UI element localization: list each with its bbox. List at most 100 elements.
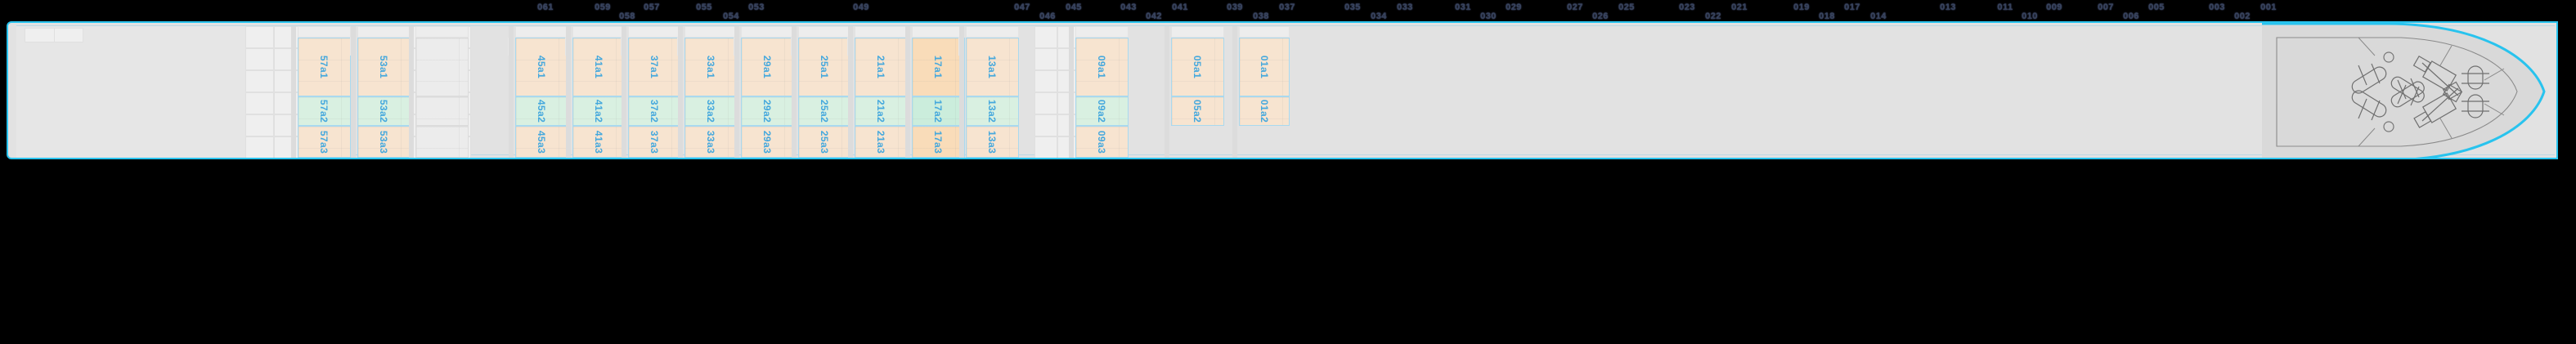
tier-slot-05a2[interactable]: 05a2 bbox=[1171, 96, 1224, 126]
bay-number-053: 053 bbox=[748, 2, 765, 12]
tier-slot-37a1[interactable]: 37a1 bbox=[628, 38, 681, 96]
tier-slot-33a3[interactable]: 33a3 bbox=[684, 126, 738, 158]
bay-cap bbox=[966, 26, 1019, 38]
bay-number-021: 021 bbox=[1731, 2, 1748, 12]
bay-number-055: 055 bbox=[696, 2, 712, 12]
tier-label: 09a2 bbox=[1096, 99, 1108, 123]
bay-number-059: 059 bbox=[595, 2, 611, 12]
tier-slot-17a1[interactable]: 17a1 bbox=[912, 38, 965, 96]
bay-09[interactable]: 09a1 09a2 09a3 bbox=[1075, 26, 1129, 158]
bay-number-025: 025 bbox=[1618, 2, 1635, 12]
tier-slot-09a3[interactable]: 09a3 bbox=[1075, 126, 1129, 158]
tier-slot-09a2[interactable]: 09a2 bbox=[1075, 96, 1129, 126]
tier-slot-17a2[interactable]: 17a2 bbox=[912, 96, 965, 126]
bay-37[interactable]: 37a1 37a2 37a3 bbox=[621, 26, 681, 158]
tier-slot-29a3[interactable]: 29a3 bbox=[741, 126, 794, 158]
tier-slot-13a1[interactable]: 13a1 bbox=[966, 38, 1019, 96]
tier-label: 37a2 bbox=[648, 99, 661, 123]
tier-slot-01a2[interactable]: 01a2 bbox=[1239, 96, 1290, 126]
bay-number-022: 022 bbox=[1705, 11, 1721, 21]
bow-section bbox=[2262, 23, 2556, 158]
tier-slot-05a1[interactable]: 05a1 bbox=[1171, 38, 1224, 96]
empty-slot[interactable] bbox=[1034, 92, 1057, 114]
bay-number-003: 003 bbox=[2209, 2, 2225, 12]
tier-label: 25a1 bbox=[819, 55, 831, 79]
tier-slot-21a1[interactable]: 21a1 bbox=[855, 38, 908, 96]
tier-slot-45a3[interactable]: 45a3 bbox=[515, 126, 568, 158]
bay-number-037: 037 bbox=[1279, 2, 1295, 12]
bay-49-empty[interactable] bbox=[415, 26, 469, 158]
bay-cap bbox=[855, 26, 908, 38]
tier-slot-53a1[interactable]: 53a1 bbox=[357, 38, 411, 96]
bay-21[interactable]: 21a1 21a2 21a3 bbox=[847, 26, 908, 158]
bay-cap bbox=[628, 26, 681, 38]
tier-slot-37a2[interactable]: 37a2 bbox=[628, 96, 681, 126]
tier-label: 09a3 bbox=[1096, 130, 1108, 154]
tier-slot-41a2[interactable]: 41a2 bbox=[572, 96, 626, 126]
tier-slot-57a3[interactable]: 57a3 bbox=[298, 126, 351, 158]
tier-slot-49a2[interactable] bbox=[415, 96, 469, 126]
empty-slot[interactable] bbox=[245, 136, 274, 158]
tier-slot-57a2[interactable]: 57a2 bbox=[298, 96, 351, 126]
tier-slot-33a2[interactable]: 33a2 bbox=[684, 96, 738, 126]
tier-slot-53a2[interactable]: 53a2 bbox=[357, 96, 411, 126]
empty-slot[interactable] bbox=[245, 48, 274, 70]
empty-slot[interactable] bbox=[245, 26, 274, 48]
tier-slot-13a3[interactable]: 13a3 bbox=[966, 126, 1019, 158]
empty-slot[interactable] bbox=[1034, 114, 1057, 136]
tier-slot-25a2[interactable]: 25a2 bbox=[798, 96, 851, 126]
empty-slot[interactable] bbox=[245, 92, 274, 114]
bay-separator-post bbox=[566, 26, 571, 158]
empty-slot[interactable] bbox=[1034, 70, 1057, 92]
bay-separator-post bbox=[905, 26, 910, 158]
tier-slot-37a3[interactable]: 37a3 bbox=[628, 126, 681, 158]
tier-slot-09a1[interactable]: 09a1 bbox=[1075, 38, 1129, 96]
tier-label: 21a2 bbox=[875, 99, 887, 123]
windlass-upper bbox=[2413, 81, 2463, 128]
tier-slot-45a2[interactable]: 45a2 bbox=[515, 96, 568, 126]
empty-slot[interactable] bbox=[1034, 48, 1057, 70]
tier-slot-17a3[interactable]: 17a3 bbox=[912, 126, 965, 158]
tier-slot-49a1[interactable] bbox=[415, 38, 469, 96]
tier-slot-25a3[interactable]: 25a3 bbox=[798, 126, 851, 158]
bay-number-031: 031 bbox=[1455, 2, 1471, 12]
bay-separator-post bbox=[1165, 26, 1169, 158]
tier-label: 29a1 bbox=[761, 55, 774, 79]
tier-slot-49a3[interactable] bbox=[415, 126, 469, 158]
tier-slot-29a2[interactable]: 29a2 bbox=[741, 96, 794, 126]
empty-slot[interactable] bbox=[245, 114, 274, 136]
tier-slot-29a1[interactable]: 29a1 bbox=[741, 38, 794, 96]
tier-slot-21a3[interactable]: 21a3 bbox=[855, 126, 908, 158]
bay-cap bbox=[684, 26, 738, 38]
tier-slot-33a1[interactable]: 33a1 bbox=[684, 38, 738, 96]
tier-slot-01a1[interactable]: 01a1 bbox=[1239, 38, 1290, 96]
bay-number-042: 042 bbox=[1146, 11, 1162, 21]
bay-cap bbox=[798, 26, 851, 38]
bay-number-034: 034 bbox=[1371, 11, 1387, 21]
tier-slot-25a1[interactable]: 25a1 bbox=[798, 38, 851, 96]
tier-slot-53a3[interactable]: 53a3 bbox=[357, 126, 411, 158]
empty-slot[interactable] bbox=[1034, 136, 1057, 158]
tier-slot-45a1[interactable]: 45a1 bbox=[515, 38, 568, 96]
tier-slot-13a2[interactable]: 13a2 bbox=[966, 96, 1019, 126]
tier-slot-57a1[interactable]: 57a1 bbox=[298, 38, 351, 96]
bay-number-038: 038 bbox=[1253, 11, 1269, 21]
tier-slot-41a3[interactable]: 41a3 bbox=[572, 126, 626, 158]
empty-slot[interactable] bbox=[245, 70, 274, 92]
tier-slot-21a2[interactable]: 21a2 bbox=[855, 96, 908, 126]
tier-slot-41a1[interactable]: 41a1 bbox=[572, 38, 626, 96]
bay-cap bbox=[515, 26, 568, 38]
empty-slot[interactable] bbox=[1034, 26, 1057, 48]
bay-cap bbox=[912, 26, 965, 38]
